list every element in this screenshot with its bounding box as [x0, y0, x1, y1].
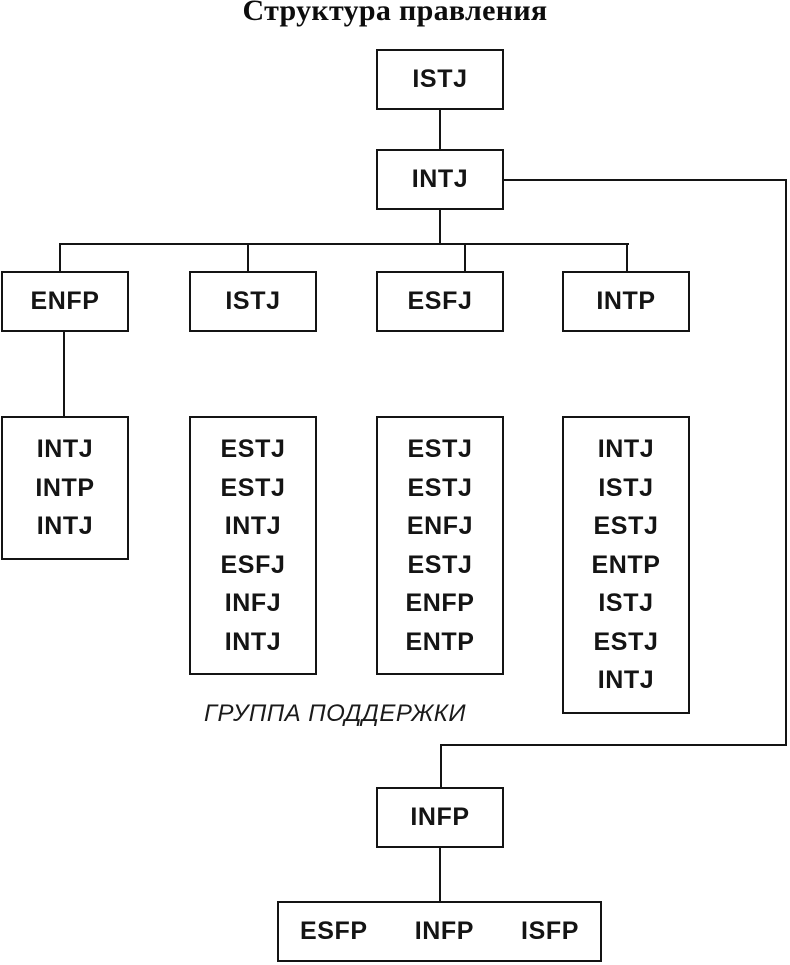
team-member: INTJ — [224, 512, 282, 540]
connector-stub-manager-2 — [247, 243, 249, 272]
team-member: ESTJ — [220, 435, 286, 463]
manager-box-4: INTP — [562, 271, 690, 332]
connector-route-top — [503, 179, 787, 181]
manager-box-3: ESFJ — [376, 271, 504, 332]
team-member: ESTJ — [407, 473, 473, 502]
page-title: Структура правления — [242, 0, 548, 27]
assistant-team-box: ESFP INFP ISFP — [277, 901, 602, 962]
team-list-2: ESTJ ESTJ INTJ ESFJ INFJ INTJ — [189, 416, 317, 675]
team-list-4: INTJ ISTJ ESTJ ENTP ISTJ ESTJ INTJ — [562, 416, 690, 714]
support-group-caption: ГРУППА ПОДДЕРЖКИ — [204, 700, 467, 727]
manager-box-1: ENFP — [1, 271, 129, 332]
connector-stub-manager-3 — [464, 243, 466, 272]
deputy-box: INTJ — [376, 149, 504, 210]
team-member: INTJ — [597, 435, 655, 463]
assistant-team-member: ISFP — [521, 917, 579, 945]
team-member: INTJ — [36, 512, 94, 540]
team-member: ESFJ — [220, 550, 286, 579]
connector-route-right — [785, 179, 787, 746]
team-member: INTP — [35, 473, 95, 502]
team-list-3: ESTJ ESTJ ENFJ ESTJ ENFP ENTP — [376, 416, 504, 675]
team-member: ENTP — [591, 550, 661, 579]
team-member: ENFP — [405, 589, 475, 617]
team-member: INTJ — [597, 666, 655, 694]
connector-deputy-drop — [439, 210, 441, 244]
assistant-box: INFP — [376, 787, 504, 848]
team-member: ESTJ — [407, 550, 473, 579]
connector-assistant-team — [439, 847, 441, 902]
connector-stub-manager-1 — [59, 243, 61, 272]
connector-route-drop — [440, 744, 442, 789]
connector-root-deputy — [439, 110, 441, 149]
team-member: ENFJ — [406, 512, 474, 540]
team-list-1: INTJ INTP INTJ — [1, 416, 129, 560]
connector-managers-rail — [59, 243, 629, 245]
assistant-team-member: ESFP — [300, 917, 368, 945]
team-member: ENTP — [405, 627, 475, 656]
team-member: ESTJ — [593, 512, 659, 540]
team-member: ESTJ — [220, 473, 286, 502]
team-member: ISTJ — [598, 473, 654, 502]
team-member: ESTJ — [593, 627, 659, 656]
team-member: ESTJ — [407, 435, 473, 463]
team-member: ISTJ — [598, 589, 654, 617]
team-member: INTJ — [224, 627, 282, 656]
assistant-team-member: INFP — [414, 917, 475, 945]
connector-route-bottom — [440, 744, 787, 746]
team-member: INTJ — [36, 435, 94, 463]
manager-box-2: ISTJ — [189, 271, 317, 332]
root-box: ISTJ — [376, 49, 504, 110]
team-member: INFJ — [224, 589, 282, 617]
connector-manager1-team — [63, 331, 65, 416]
connector-stub-manager-4 — [626, 243, 628, 272]
